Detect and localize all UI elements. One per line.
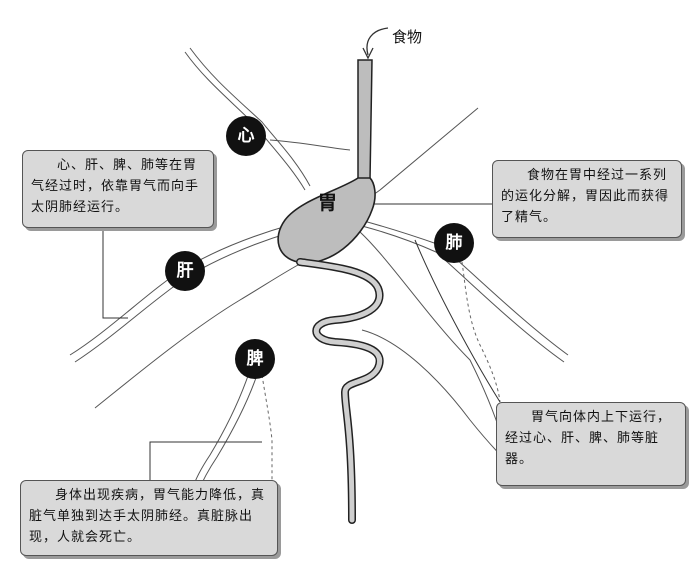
box-connectors (102, 203, 501, 480)
intestine (296, 258, 384, 524)
heart-label: 心 (237, 126, 255, 146)
spleen-label: 脾 (246, 349, 264, 369)
intestine-inner (297, 259, 383, 523)
lung-circle (434, 223, 474, 263)
note-top-right: 食物在胃中经过一系列的运化分解，胃因此而获得了精气。 (492, 160, 682, 238)
stomach-label: 胃 (318, 192, 338, 214)
note-bottom-right: 胃气向体内上下运行，经过心、肝、脾、肺等脏器。 (496, 402, 686, 486)
lung-label: 肺 (445, 233, 463, 253)
esophagus (357, 59, 373, 181)
note-top-left: 心、肝、脾、肺等在胃气经过时，依靠胃气而向手太阴肺经运行。 (22, 150, 214, 228)
meridian-branches (69, 47, 569, 493)
food-label: 食物 (392, 28, 423, 46)
note-bottom-left: 身体出现疾病，胃气能力降低，真脏气单独到达手太阴肺经。真脏脉出现，人就会死亡。 (20, 480, 278, 556)
dashed-guides (261, 261, 501, 480)
food-arrow (366, 27, 389, 56)
spleen-circle (235, 339, 275, 379)
food-arrow-head (362, 47, 374, 60)
liver-label: 肝 (176, 261, 194, 281)
heart-circle (226, 116, 266, 156)
liver-circle (165, 251, 205, 291)
